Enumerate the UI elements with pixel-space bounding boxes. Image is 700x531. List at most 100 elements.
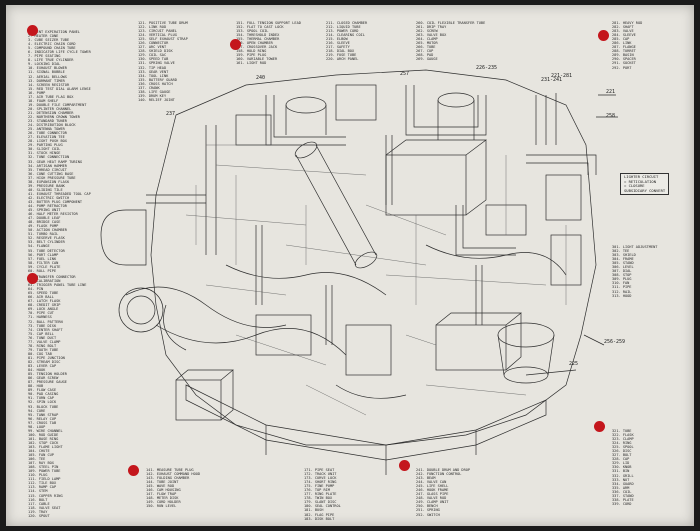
parts-list-item: 338. PLATE	[612, 497, 634, 502]
parts-list-item: 143. FOLDING CHAMBER	[146, 476, 190, 481]
parts-list-item: 80. COG TAB	[28, 351, 52, 356]
parts-list-item: 286. LINK	[612, 41, 632, 46]
parts-list-item: 72. BALL PATTERN	[28, 319, 63, 324]
parts-list-item: 63. TRIGGER PANEL TUBE LINE	[28, 283, 87, 288]
parts-list-item: 312. RAIL	[612, 289, 632, 294]
parts-list-item: 310. FAN	[612, 281, 630, 286]
red-dot-marker	[230, 39, 241, 50]
parts-list-item: 49. FLASK PUMP	[28, 224, 59, 229]
parts-list-item: 60. ROLL PIPE	[28, 268, 57, 273]
parts-list-item: 335. ARM	[612, 485, 630, 490]
parts-list-item: 334. GUARD	[612, 481, 634, 486]
parts-list-item: 103. FLAME LIGHT	[28, 444, 63, 449]
parts-list-item: 263. VALVE BOX	[416, 33, 447, 38]
parts-list-item: 309. PLUG	[612, 277, 632, 282]
parts-list-item: 244. VALVE CAN	[416, 480, 447, 485]
parts-list-item: 113. RAMP CAP	[28, 485, 57, 490]
parts-list-item: 84. HOOK	[28, 368, 46, 373]
parts-list-item: 173. CURVE LOCK	[304, 476, 337, 481]
parts-list-item: 137. CRANK	[138, 85, 160, 90]
parts-list-item: 311. PIPE	[612, 285, 632, 290]
parts-list-item: 58. FILTER CAN	[28, 260, 59, 265]
parts-list-item: 217. SAFETY	[326, 45, 350, 50]
parts-list-item: 8. LIFE TRUE CYLINDER	[28, 58, 74, 63]
parts-list-item: 287. FLANGE	[612, 45, 636, 50]
callout-label: 257	[400, 71, 410, 77]
legend-line: = CLOSURE	[624, 183, 645, 189]
parts-list-item: 153. SPOOL COIL	[236, 29, 269, 34]
parts-list-item: 285. CAP	[612, 37, 630, 42]
parts-list-item: 30. SLIGHT COIL	[28, 147, 61, 152]
callout-label: 231-241	[541, 77, 563, 83]
parts-list-item: 331. BIN	[612, 469, 630, 474]
callout-label: 221	[606, 89, 616, 95]
parts-list-item: 160. VARIABLE TOWER	[236, 57, 278, 62]
parts-list-item: 306. LEVEL	[612, 265, 634, 270]
parts-list-item: 47. DOUBLE LEAF	[28, 216, 61, 221]
red-dot-marker	[128, 465, 139, 476]
parts-list-item: 105. FAN CUP	[28, 453, 54, 458]
parts-list-item: 40. SLIDING TILE	[28, 187, 63, 192]
parts-list-item: 290. SPACER	[612, 57, 636, 62]
parts-list-item: 87. PRESSURE GAUGE	[28, 380, 67, 385]
red-dot-marker	[27, 273, 38, 284]
parts-list-item: 13. DORMANT TIMER	[28, 78, 65, 83]
parts-list-item: 78. RING BOLT	[28, 343, 57, 348]
parts-list-item: 88. HUB	[28, 384, 44, 389]
parts-list-item: 96. RELAY CUP	[28, 416, 57, 421]
parts-list-item: 269. GAUGE	[416, 57, 438, 62]
parts-list-item: 177. RING PLATE	[304, 492, 337, 497]
parts-list-item: 326. DISC	[612, 449, 632, 454]
parts-list-item: 68. CREDIT GRIP	[28, 303, 61, 308]
parts-list-item: 121. POSITIVE TUBE DRUM	[138, 21, 188, 25]
parts-list-item: 301. LIGHT ADJUSTMENT	[612, 245, 658, 249]
parts-list-item: 39. PRESSURE BANK	[28, 183, 65, 188]
parts-list-item: 219. FUSE TUBE	[326, 53, 357, 58]
parts-list-item: 127. ARC VENT	[138, 45, 167, 50]
parts-list-item: 122. LINK ROD	[138, 25, 167, 30]
parts-list-item: 26. TUBE CONNECTOR	[28, 131, 67, 136]
parts-list-item: 110. PLUG	[28, 473, 48, 478]
callout-label: 225	[569, 361, 579, 367]
parts-list-item: 140. RELIEF JOINT	[138, 97, 175, 102]
parts-list-item: 128. SHIELD DISK	[138, 49, 173, 54]
parts-list-item: 95. TANK STRAP	[28, 412, 59, 417]
parts-list-item: 243. BEAM	[416, 476, 436, 481]
parts-list-item: 42. ELECTRIC SWITCH	[28, 195, 70, 200]
parts-list-item: 54. FLANGE	[28, 244, 50, 249]
parts-list-item: 220. ARCH PANEL	[326, 57, 359, 62]
parts-list-item: 28. LIGHT PUSH BOX	[28, 139, 67, 144]
red-dot-marker	[598, 30, 609, 41]
parts-list-item: 85. TENSION HOLDER	[28, 372, 67, 377]
parts-list-item: 214. CLEARING COIL	[326, 33, 365, 38]
parts-list-item: 178. TWIN BOX	[304, 496, 333, 501]
red-dot-marker	[399, 460, 410, 471]
parts-list-item: 19. DOUBLE FILE COMPARTMENT	[28, 102, 87, 107]
callout-label: 226-235	[476, 65, 498, 71]
parts-list-item: 134. TOOL LINK	[138, 73, 169, 78]
parts-list-item: 119. TRAY	[28, 509, 48, 514]
parts-list-item: 2. HEATER CONE	[28, 34, 59, 39]
parts-list-item: 283. VALVE	[612, 29, 634, 34]
parts-list-item: 112. TILE BOX	[28, 481, 57, 486]
parts-list-item: 330. KNOB	[612, 465, 632, 470]
parts-list-item: 149. CORD HOLDER	[146, 500, 181, 505]
parts-list-item: 21. DETENSION CHAMBER	[28, 110, 74, 115]
parts-list-item: 183. DISK BOLT	[304, 516, 335, 521]
parts-list-item: 292. PORT	[612, 65, 632, 70]
parts-list-item: 31. STOCK HINGE	[28, 151, 61, 156]
parts-list-item: 241. DOUBLE DRUM AND DROP	[416, 468, 471, 472]
parts-list-item: 99. WIRE CHANNEL	[28, 428, 63, 433]
parts-list-item: 180. SEAL CONTROL	[304, 504, 341, 509]
parts-list-item: 288. TURRET	[612, 49, 636, 54]
parts-list-item: 5. COMPOUND CHAIN TUBE	[28, 46, 76, 51]
parts-list-item: 213. POWER CORD	[326, 29, 359, 34]
parts-list-item: 111. FIELD LAMP	[28, 477, 61, 482]
parts-list-item: 333. NUT	[612, 477, 630, 482]
